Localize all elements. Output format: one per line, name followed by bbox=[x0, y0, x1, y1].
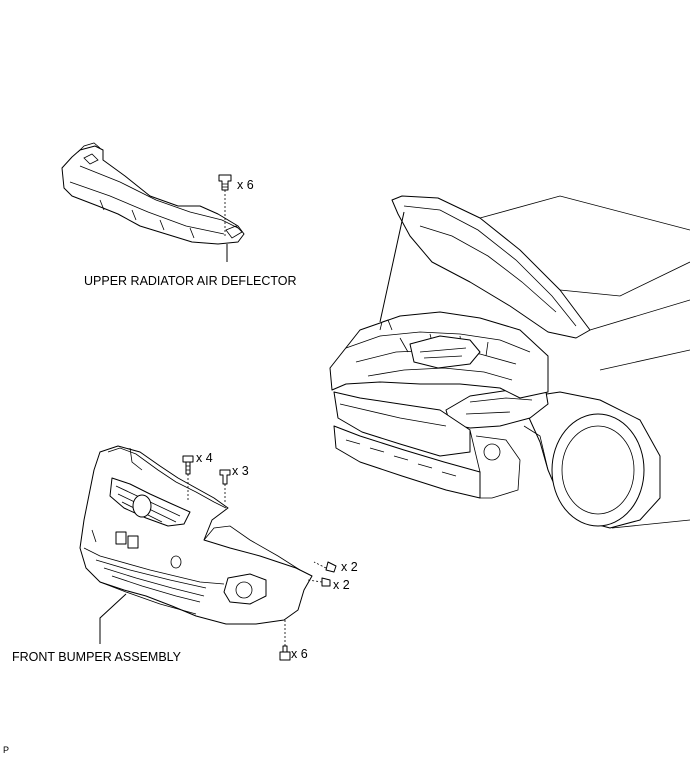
bumper-top-clip-quantity: x 3 bbox=[232, 464, 249, 478]
side-clip-quantity: x 2 bbox=[333, 578, 350, 592]
front-bumper-assembly-drawing bbox=[79, 445, 313, 644]
corner-mark: P bbox=[3, 745, 9, 755]
bumper-top-bolt-icon bbox=[182, 455, 194, 500]
bottom-screw-icon bbox=[279, 620, 291, 661]
deflector-clip-quantity: x 6 bbox=[237, 178, 254, 192]
upper-radiator-air-deflector-label: UPPER RADIATOR AIR DEFLECTOR bbox=[84, 274, 297, 288]
front-bumper-assembly-label: FRONT BUMPER ASSEMBLY bbox=[12, 650, 182, 664]
side-screw-icon bbox=[313, 561, 337, 573]
bumper-top-bolt-quantity: x 4 bbox=[196, 451, 213, 465]
bottom-screw-quantity: x 6 bbox=[291, 647, 308, 661]
bumper-top-clip-icon bbox=[219, 469, 231, 504]
deflector-clip-icon bbox=[218, 174, 232, 238]
upper-radiator-air-deflector-drawing bbox=[61, 142, 245, 262]
vehicle-front-hood-open-drawing bbox=[329, 195, 690, 529]
side-clip-icon bbox=[307, 577, 331, 587]
side-screw-quantity: x 2 bbox=[341, 560, 358, 574]
